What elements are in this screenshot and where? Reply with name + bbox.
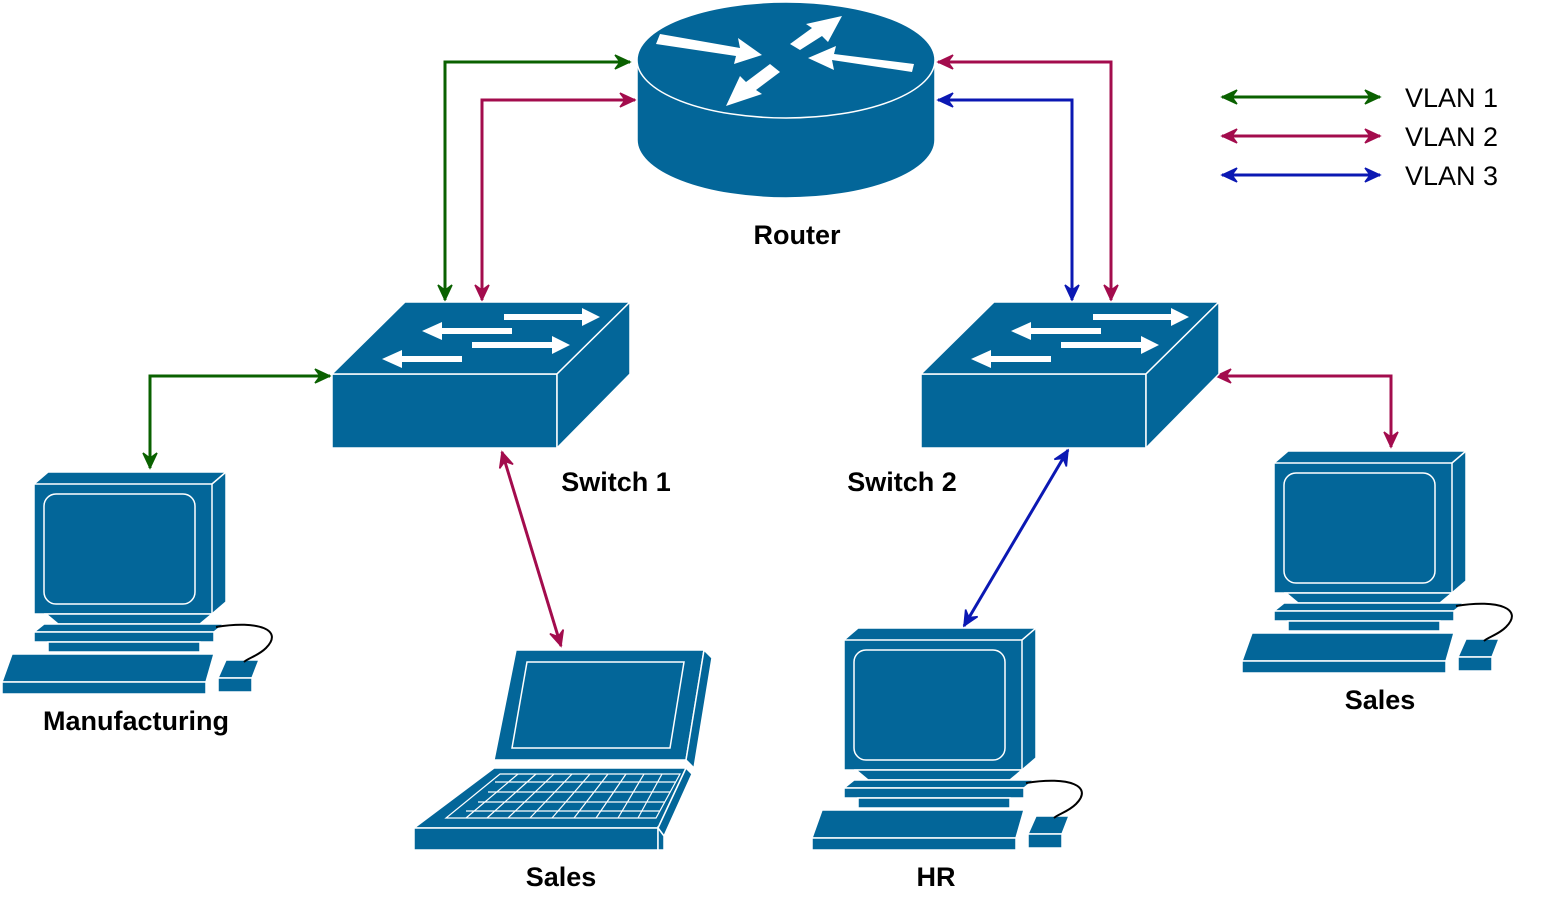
legend-line-3 [1220, 167, 1382, 183]
link-switch2-router-vlan-2 [936, 54, 1119, 302]
legend-label-1: VLAN 1 [1405, 83, 1498, 113]
link-line [938, 98, 1074, 300]
arrow-head [1220, 89, 1238, 105]
arrow-head [1364, 167, 1382, 183]
hr-label: HR [917, 862, 956, 892]
router-label: Router [754, 220, 841, 250]
link-line [962, 449, 1070, 627]
links-layer [142, 54, 1399, 648]
sales-laptop-icon[interactable] [411, 648, 713, 851]
link-switch1-sales_laptop-vlan-2 [498, 450, 565, 648]
sales-desktop-icon[interactable] [1241, 450, 1513, 674]
legend-line-1 [1220, 89, 1382, 105]
link-line [480, 98, 635, 300]
arrow-head [1220, 128, 1238, 144]
arrow-head [1214, 368, 1232, 384]
legend: VLAN 1 VLAN 2 VLAN 3 [1220, 83, 1498, 191]
arrow-head [1364, 128, 1382, 144]
switch-1-icon[interactable] [331, 301, 631, 449]
link-line [1216, 374, 1393, 447]
router-icon[interactable] [636, 1, 936, 199]
sales-desktop-label: Sales [1345, 685, 1416, 715]
arrow-head [314, 368, 332, 384]
legend-label-3: VLAN 3 [1405, 161, 1498, 191]
arrow-head [142, 452, 158, 470]
link-line [500, 451, 563, 647]
switch-2-label: Switch 2 [847, 467, 957, 497]
arrow-head [474, 284, 490, 302]
arrow-head [1103, 284, 1119, 302]
switch-2-icon[interactable] [920, 301, 1220, 449]
link-switch2-router-vlan-3 [936, 92, 1080, 302]
arrow-head [963, 609, 979, 628]
manufacturing-label: Manufacturing [43, 706, 229, 736]
arrow-head [1383, 431, 1399, 449]
arrow-head [936, 54, 954, 70]
arrow-head [498, 450, 514, 469]
manufacturing-desktop-icon[interactable] [1, 471, 273, 695]
arrow-head [1053, 448, 1069, 467]
legend-label-2: VLAN 2 [1405, 122, 1498, 152]
arrow-head [1364, 89, 1382, 105]
arrow-head [619, 92, 637, 108]
arrow-head [1220, 167, 1238, 183]
switch-1-label: Switch 1 [561, 467, 671, 497]
link-line [443, 60, 630, 300]
link-switch1-router-vlan-2 [474, 92, 637, 302]
arrow-head [549, 629, 565, 648]
sales-laptop-label: Sales [526, 862, 597, 892]
link-switch1-manufacturing-vlan-1 [142, 368, 332, 470]
arrow-head [437, 284, 453, 302]
link-line [938, 60, 1113, 300]
arrow-head [614, 54, 632, 70]
arrow-head [1064, 284, 1080, 302]
link-switch2-sales_desktop-vlan-2 [1214, 368, 1399, 449]
legend-line-2 [1220, 128, 1382, 144]
link-switch2-hr-vlan-3 [962, 448, 1070, 628]
arrow-head [936, 92, 954, 108]
hr-desktop-icon[interactable] [811, 627, 1083, 851]
link-switch1-router-vlan-1 [437, 54, 632, 302]
link-line [148, 374, 330, 468]
